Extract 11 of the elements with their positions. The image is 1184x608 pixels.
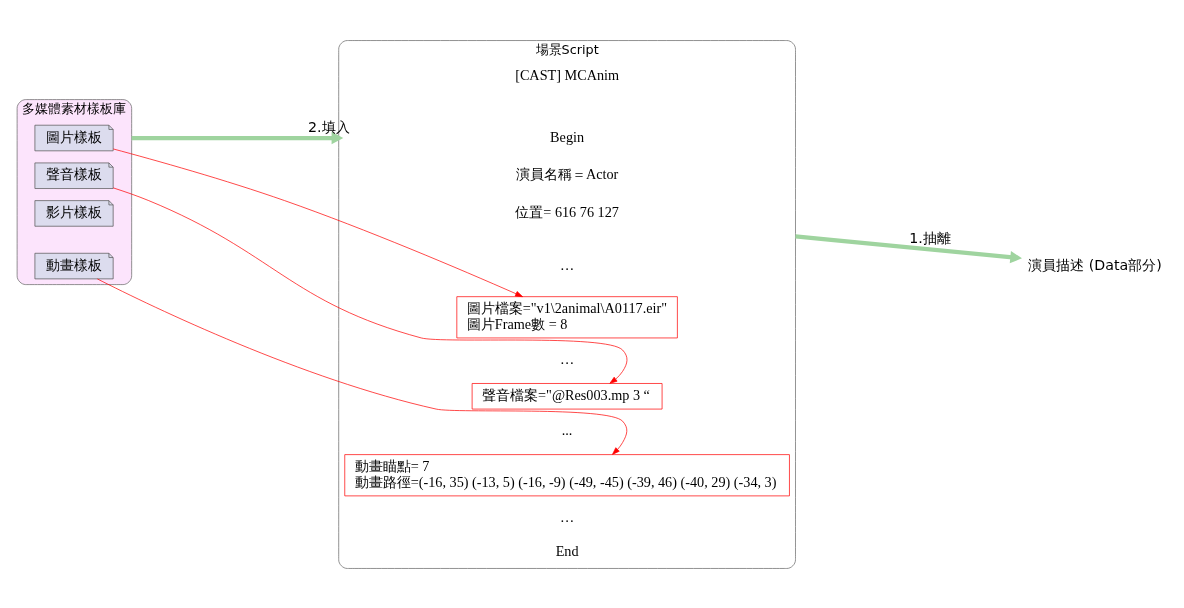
node-box: 聲音檔案="@Res003.mp 3 “ bbox=[471, 382, 663, 409]
arrow bbox=[131, 131, 344, 144]
arrow bbox=[112, 187, 628, 384]
arrow bbox=[97, 278, 628, 455]
node-text: 演員描述 (Data部分) bbox=[1028, 256, 1162, 273]
node-box: 動畫瞄點= 7 動畫路徑=(-16, 35) (-13, 5) (-16, -9) (-49, -45) (-39, 46) (-40, 29) (-34, 3) bbox=[344, 453, 790, 496]
arrow bbox=[795, 233, 1022, 263]
edge-label: 1.抽離 bbox=[909, 229, 951, 246]
arrow bbox=[112, 148, 523, 297]
edge-label: 2.填入 bbox=[307, 118, 350, 135]
node-box: 圖片檔案="v1\2animal\A0117.eir" 圖片Frame數 = 8 bbox=[456, 295, 678, 338]
